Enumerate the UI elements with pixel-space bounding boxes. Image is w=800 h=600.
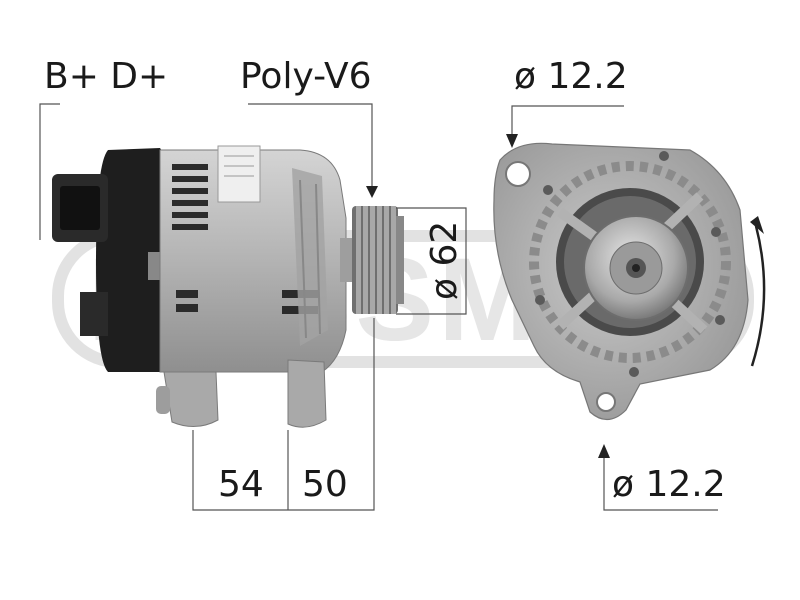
alternator-side-view	[52, 145, 404, 428]
rotation-arrow	[750, 225, 766, 367]
mounting-ear-rear	[287, 359, 327, 428]
terminals-label: B+ D+	[44, 56, 168, 97]
rear-mount-distance-label: 50	[302, 464, 348, 505]
pulley	[352, 206, 404, 314]
front-mount-distance-label: 54	[218, 464, 264, 505]
dimension-lines	[39, 103, 718, 511]
fan-ring	[529, 161, 731, 363]
mounting-ear-front	[163, 371, 219, 427]
rear-cover	[96, 148, 168, 372]
top-mount-hole	[505, 161, 531, 187]
pulley-diameter-label: ø 62	[424, 221, 465, 300]
alternator-front-view	[493, 142, 766, 421]
terminal-block	[80, 292, 108, 336]
label-sticker	[217, 145, 261, 203]
top-hole-diameter-label: ø 12.2	[514, 56, 628, 97]
pulley-type-label: Poly-V6	[240, 56, 372, 97]
bottom-mount-hole	[596, 392, 616, 412]
housing-bolts	[535, 151, 725, 377]
shaft	[340, 238, 354, 282]
bottom-hole-diameter-label: ø 12.2	[612, 464, 726, 505]
